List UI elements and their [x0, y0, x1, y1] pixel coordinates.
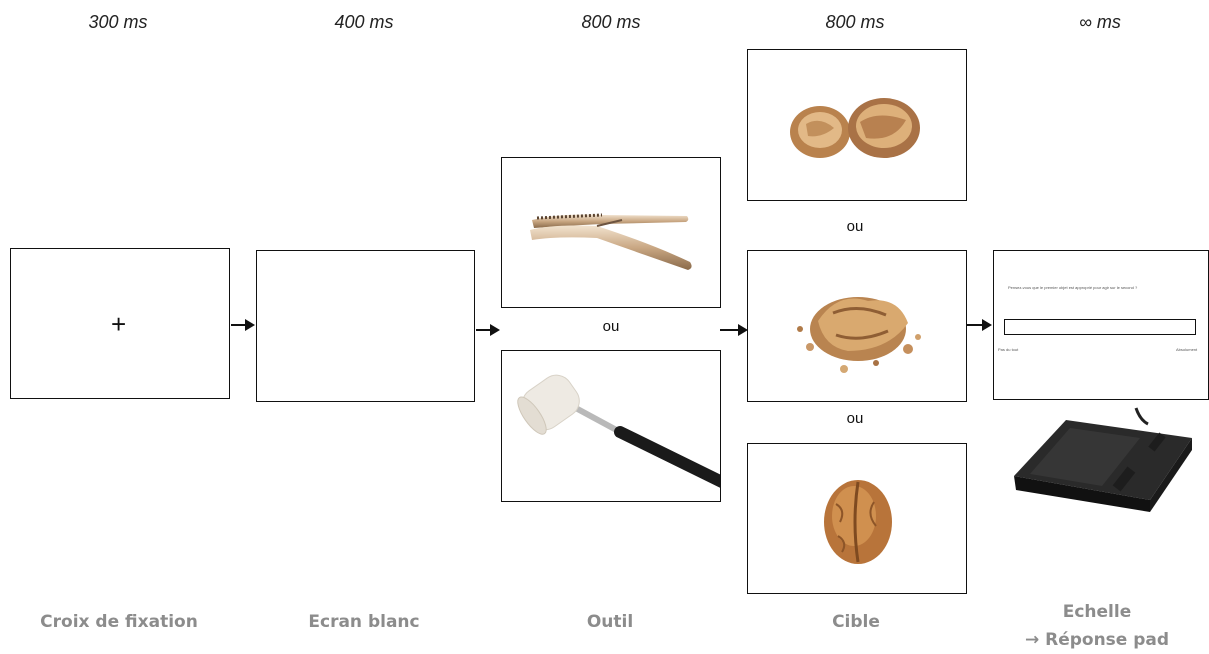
tool-screen-mallet [501, 350, 721, 502]
tool-screen-nutcracker [501, 157, 721, 308]
duration-target: 800 ms [825, 12, 885, 32]
blank-screen [256, 250, 475, 402]
duration-blank: 400 ms [334, 12, 394, 32]
stage-label-tool: Outil [586, 612, 634, 632]
fixation-screen: + [10, 248, 230, 399]
arrow-4 [966, 319, 992, 331]
crushed-walnut-image [797, 297, 921, 373]
stage-label-blank: Ecran blanc [308, 612, 420, 632]
or-label-target-2: ou [846, 410, 864, 427]
stage-label-scale-line1: Echelle [1062, 602, 1132, 622]
stage-label-fixation: Croix de fixation [40, 612, 198, 632]
arrow-3 [720, 324, 748, 336]
duration-scale: ∞ ms [1079, 12, 1121, 32]
whole-walnut-image [824, 480, 892, 564]
arrow-2 [476, 324, 500, 336]
or-label-tool: ou [602, 318, 620, 335]
nutcracker-image [530, 213, 692, 270]
rating-scale-screen: Pensez-vous que le premier objet est app… [993, 250, 1209, 400]
scale-question: Pensez-vous que le premier objet est app… [1008, 285, 1138, 290]
duration-fixation: 300 ms [88, 12, 148, 32]
mallet-image [517, 374, 720, 488]
target-screen-open-walnut [747, 49, 967, 201]
open-walnut-image [790, 98, 920, 158]
scale-slider[interactable] [1004, 319, 1196, 335]
target-screen-whole-walnut [747, 443, 967, 594]
stage-label-target: Cible [832, 612, 880, 632]
fixation-cross: + [111, 309, 127, 339]
duration-tool: 800 ms [581, 12, 641, 32]
arrow-1 [231, 319, 255, 331]
or-label-target-1: ou [846, 218, 864, 235]
target-screen-crushed-walnut [747, 250, 967, 402]
stage-label-scale-line2: → Réponse pad [1024, 630, 1170, 650]
scale-right-anchor: Absolument [1176, 347, 1198, 352]
stage-label-scale: Echelle → Réponse pad [987, 598, 1207, 654]
scale-left-anchor: Pas du tout [998, 347, 1019, 352]
